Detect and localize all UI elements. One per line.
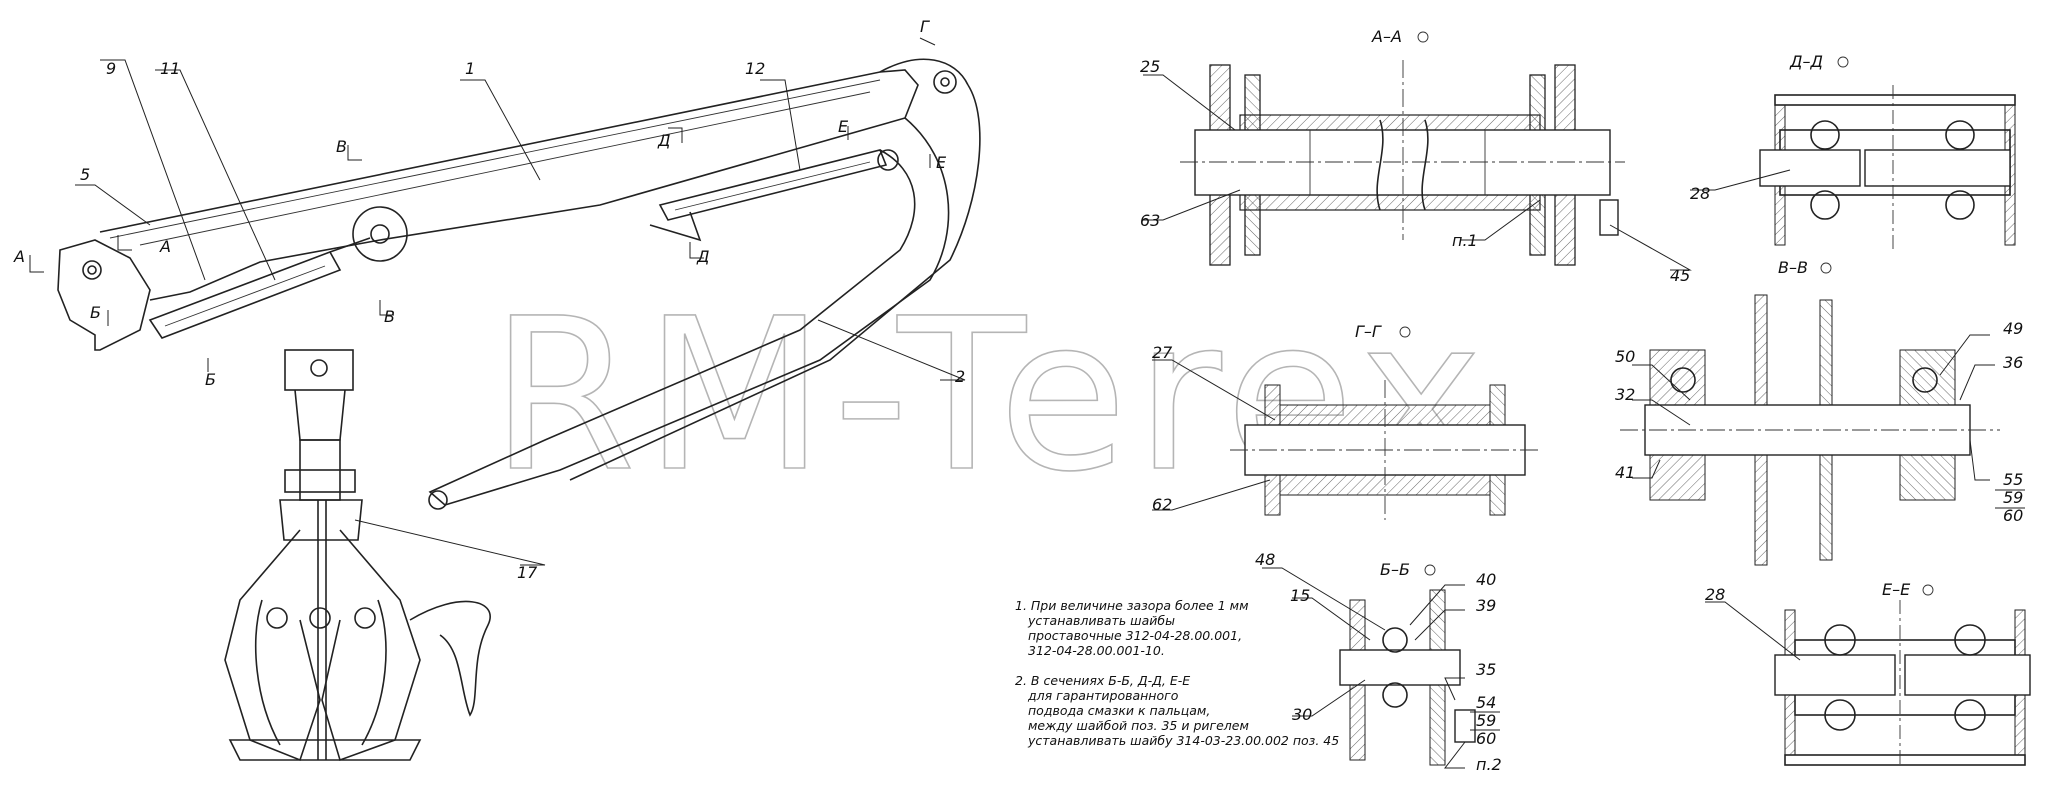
section-gg-symbol [1399,326,1411,338]
crane-boom-view: 1 9 11 5 12 2 17 А А Б Б В В Г Д Д Е Е [13,17,981,762]
note-1-line-2: устанавливать шайбы [1027,613,1175,628]
section-mark-d-top: Д [657,131,671,150]
pin-aa [1194,129,1611,196]
section-mark-b-right: Б [205,370,216,389]
note-2-line-3: подвода смазки к пальцам, [1028,703,1210,718]
label-part-41: 41 [1615,463,1635,482]
note-2-line-4: между шайбой поз. 35 и ригелем [1028,718,1249,733]
note-2-line-1: 2. В сечениях Б-Б, Д-Д, Е-Е [1015,673,1190,688]
title-section-dd: Д–Д [1789,52,1823,71]
label-part-50: 50 [1615,347,1635,366]
grapple-jaw-left [224,529,321,762]
note-1-line-3: проставочные 312-04-28.00.001, [1028,628,1242,643]
label-note-ref-1: п.1 [1452,231,1478,250]
label-part-59-bb: 59 [1476,711,1496,730]
section-bb-symbol [1424,564,1436,576]
bolt-45 [1599,199,1619,236]
grapple-head [279,499,363,541]
stick-arm [428,117,950,506]
grapple-tine [409,600,491,717]
lift-cylinder [148,251,342,339]
label-part-39: 39 [1476,596,1496,615]
main-boom [99,69,919,301]
stick-cylinder [658,149,888,221]
section-mark-g: Г [920,17,930,36]
note-2-line-2: для гарантированного [1027,688,1179,703]
section-mark-b-left: Б [90,303,101,322]
title-section-bb: Б–Б [1380,560,1410,579]
label-part-30: 30 [1292,705,1312,724]
section-ee: Е–Е 28 [1705,580,2031,766]
label-part-11: 11 [160,59,180,78]
label-part-27: 27 [1152,343,1173,362]
section-mark-e-right: Е [936,153,947,172]
section-dd: Д–Д 28 [1690,52,2016,250]
boom-tip-cover [879,58,969,86]
label-part-9: 9 [106,59,116,78]
boom-knuckle-disk [352,206,408,262]
base-pin [82,260,102,280]
section-ee-symbol [1922,584,1934,596]
technical-notes: 1. При величине зазора более 1 мм устана… [1015,598,1339,748]
label-part-45: 45 [1670,266,1690,285]
section-mark-v-top: В [336,137,347,156]
label-part-5: 5 [80,165,90,184]
label-part-60: 60 [2003,506,2023,525]
section-aa: А–А 25 63 п.1 45 [1140,27,1692,285]
label-part-63: 63 [1140,211,1160,230]
title-section-aa: А–А [1371,27,1402,46]
section-aa-symbol [1417,31,1429,43]
section-mark-a-right: А [159,237,171,256]
label-part-60-bb: 60 [1476,729,1496,748]
rotator-yoke [284,349,354,391]
note-1-line-1: 1. При величине зазора более 1 мм [1015,598,1249,613]
label-part-35: 35 [1476,660,1496,679]
section-mark-v-bottom: В [384,307,395,326]
stick-end-pin [428,490,448,510]
note-2-line-5: устанавливать шайбу 314-03-23.00.002 поз… [1027,733,1339,748]
label-note-ref-2: п.2 [1476,755,1502,774]
label-part-2: 2 [955,367,965,386]
label-part-48: 48 [1255,550,1275,569]
title-section-ee: Е–Е [1882,580,1911,599]
stick-cyl-pin [877,149,899,171]
label-part-25: 25 [1140,57,1160,76]
label-part-40: 40 [1476,570,1496,589]
note-1-line-4: 312-04-28.00.001-10. [1028,643,1165,658]
label-part-28-ee: 28 [1705,585,1725,604]
label-part-28-dd: 28 [1690,184,1710,203]
section-dd-symbol [1837,56,1849,68]
label-part-55: 55 [2003,470,2023,489]
section-mark-d-bottom: Д [696,247,710,266]
section-vv-symbol [1820,262,1832,274]
label-part-59: 59 [2003,488,2023,507]
label-part-1: 1 [465,59,475,78]
title-section-gg: Г–Г [1355,322,1382,341]
label-part-17: 17 [517,563,538,582]
boom-tip-pin [933,70,957,94]
label-part-12: 12 [745,59,765,78]
pin-bb [1339,649,1461,686]
label-part-15: 15 [1290,586,1310,605]
section-bb: Б–Б 48 15 40 39 30 35 54 59 60 п.2 [1255,550,1502,774]
label-part-49: 49 [2003,319,2023,338]
section-mark-a-left: А [13,247,25,266]
section-vv: В–В 50 32 41 49 36 55 59 60 [1615,258,2025,566]
section-mark-e-left: Е [838,117,849,136]
boom-base-bracket [57,239,151,351]
title-section-vv: В–В [1778,258,1808,277]
section-gg: Г–Г 27 62 [1152,322,1540,520]
label-part-54: 54 [1476,693,1496,712]
label-part-62: 62 [1152,495,1172,514]
label-part-32: 32 [1615,385,1635,404]
label-part-36: 36 [2003,353,2023,372]
